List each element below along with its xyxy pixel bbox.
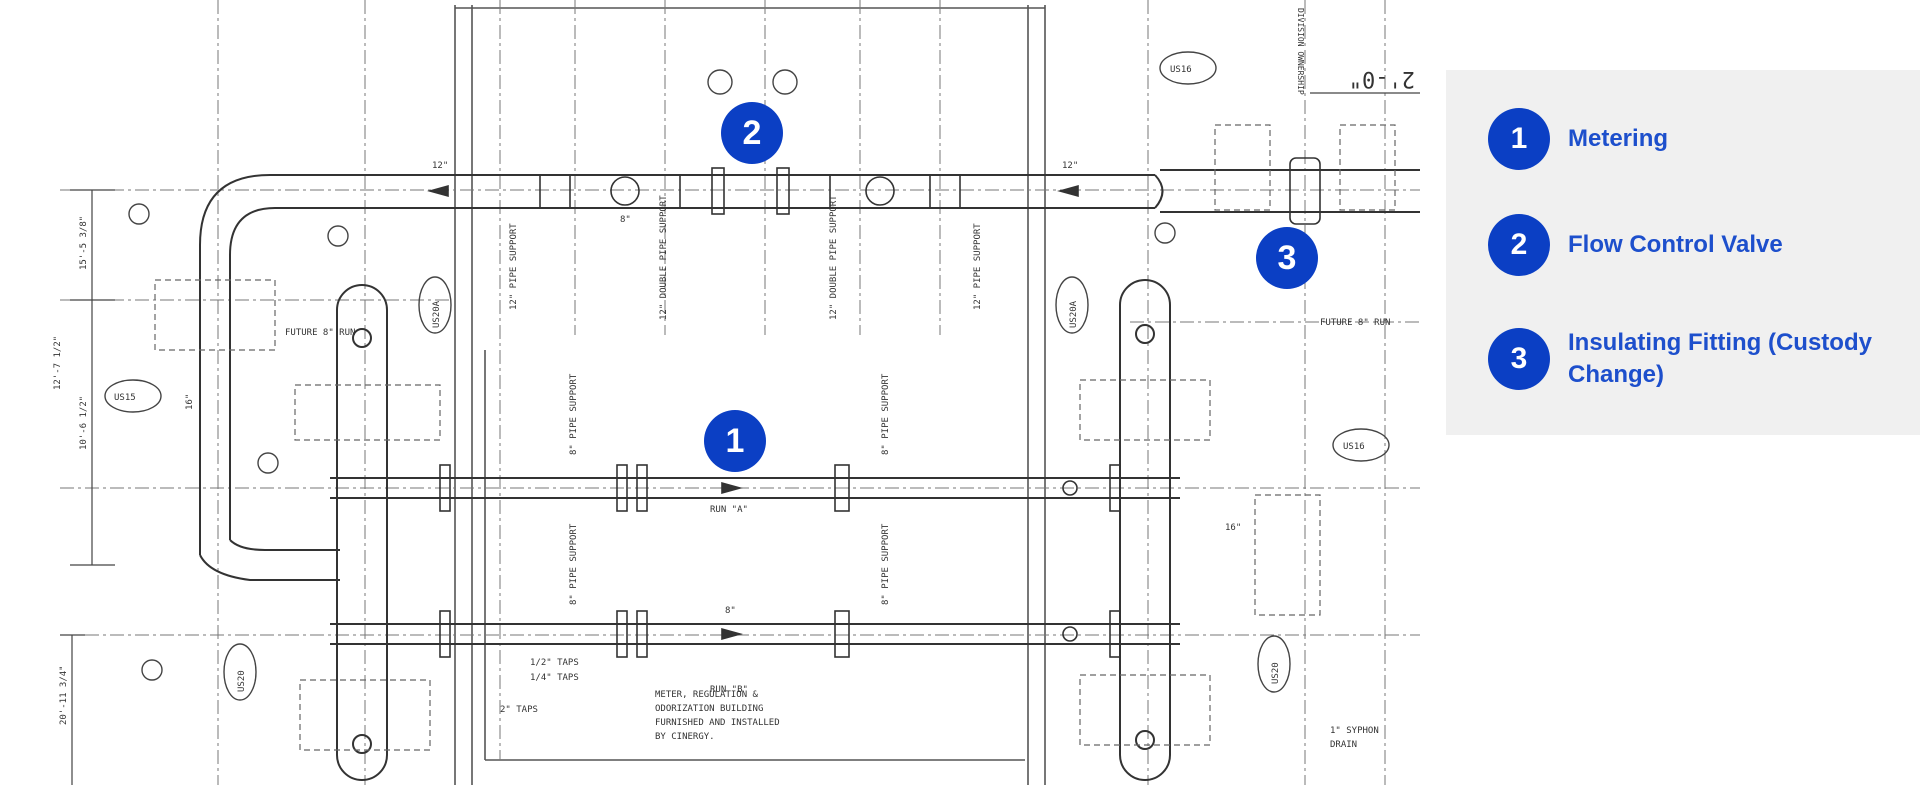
label-support-double-a: 12" DOUBLE PIPE SUPPORT xyxy=(659,195,669,320)
label-taps-3: 2" TAPS xyxy=(500,705,538,715)
label-us16-top: US16 xyxy=(1170,65,1192,75)
label-support-8a: 8" PIPE SUPPORT xyxy=(569,373,579,455)
dimension-left-low: 10'-6 1/2" xyxy=(79,396,89,450)
marker-metering: 1 xyxy=(704,410,766,472)
label-support-8d: 8" PIPE SUPPORT xyxy=(881,523,891,605)
label-syphon: 1" SYPHON xyxy=(1330,726,1379,736)
label-us20-left: US20 xyxy=(237,670,247,692)
label-us15: US15 xyxy=(114,393,136,403)
label-support-12a: 12" PIPE SUPPORT xyxy=(509,223,519,310)
marker-number: 1 xyxy=(725,421,745,460)
label-taps-1: 1/2" TAPS xyxy=(530,658,579,668)
label-support-12b: 12" PIPE SUPPORT xyxy=(973,223,983,310)
label-drain: DRAIN xyxy=(1330,740,1357,750)
marker-insulating-fitting: 3 xyxy=(1256,227,1318,289)
label-pipe-12-right: 12" xyxy=(1062,161,1078,171)
note-line-3: FURNISHED AND INSTALLED xyxy=(655,718,780,728)
label-run-b: RUN "B" xyxy=(710,685,748,695)
note-line-1: METER, REGULATION & xyxy=(655,690,759,700)
legend-item-metering: 1 Metering xyxy=(1488,108,1898,170)
dimension-left-mid: 12'-7 1/2" xyxy=(53,336,63,390)
legend-badge: 1 xyxy=(1488,108,1550,170)
dimension-left-top: 15'-5 3/8" xyxy=(79,216,89,270)
label-future-run-left: FUTURE 8" RUN xyxy=(285,328,355,338)
marker-number: 3 xyxy=(1277,238,1297,277)
marker-number: 2 xyxy=(742,113,762,152)
label-pipe-8-b: 8" xyxy=(620,215,631,225)
label-pipe-12-left: 12" xyxy=(432,161,448,171)
label-us20a-left: US20A xyxy=(432,300,442,328)
legend-badge: 3 xyxy=(1488,328,1550,390)
note-line-2: ODORIZATION BUILDING xyxy=(655,704,763,714)
label-support-double-b: 12" DOUBLE PIPE SUPPORT xyxy=(829,195,839,320)
dimension-2ft: 2'-0" xyxy=(1349,66,1415,91)
label-run-a: RUN "A" xyxy=(710,505,748,515)
label-future-run-right: FUTURE 8" RUN xyxy=(1320,318,1390,328)
label-support-8b: 8" PIPE SUPPORT xyxy=(881,373,891,455)
legend-label: Metering xyxy=(1568,125,1669,152)
marker-flow-control-valve: 2 xyxy=(721,102,783,164)
dimension-left-bottom: 20'-11 3/4" xyxy=(59,665,69,725)
label-support-8c: 8" PIPE SUPPORT xyxy=(569,523,579,605)
legend-label: Insulating Fitting (Custody Change) xyxy=(1568,329,1872,388)
label-pipe-16-left: 16" xyxy=(185,394,195,410)
legend-label: Flow Control Valve xyxy=(1568,231,1783,258)
label-us20a-right: US20A xyxy=(1069,300,1079,328)
legend-item-flow-control-valve: 2 Flow Control Valve xyxy=(1488,214,1898,276)
label-division-ownership: DIVISION OWNERSHIP xyxy=(1296,8,1305,95)
label-pipe-16-right: 16" xyxy=(1225,523,1241,533)
legend-item-insulating-fitting: 3 Insulating Fitting (Custody Change) xyxy=(1488,327,1898,391)
label-us20-right: US20 xyxy=(1271,662,1281,684)
piping-drawing: US16 US16 US15 US20A US20A US20 US20 2'-… xyxy=(53,0,1420,785)
note-line-4: BY CINERGY. xyxy=(655,732,715,742)
legend-panel: 1 Metering 2 Flow Control Valve 3 Insula… xyxy=(1446,70,1920,435)
label-taps-2: 1/4" TAPS xyxy=(530,673,579,683)
label-us16-right: US16 xyxy=(1343,442,1365,452)
label-pipe-8-a: 8" xyxy=(725,606,736,616)
legend-badge: 2 xyxy=(1488,214,1550,276)
